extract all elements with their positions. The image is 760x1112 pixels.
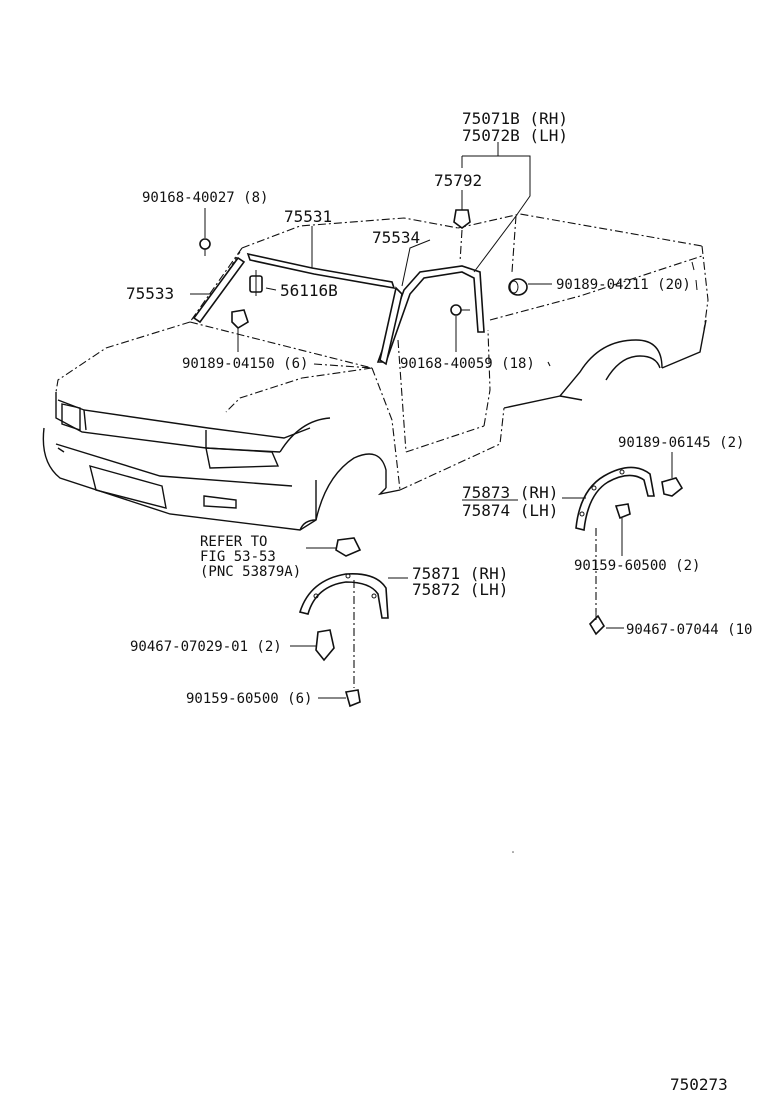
- label-75072b: 75072B (LH): [462, 126, 568, 145]
- label-90159-60500-front: 90159-60500 (6): [186, 691, 312, 707]
- label-75874: 75874 (LH): [462, 501, 558, 520]
- part-labels: 75071B (RH) 75072B (LH) 75792 90168-4002…: [126, 109, 752, 1094]
- label-75792: 75792: [434, 171, 482, 190]
- clip-refer-fig-53-53: [335, 537, 362, 557]
- label-75534: 75534: [372, 228, 420, 247]
- part-75533-pillar-molding: [192, 256, 246, 324]
- label-90189-04211: 90189-04211 (20): [556, 277, 691, 293]
- label-90189-04150: 90189-04150 (6): [182, 356, 308, 372]
- label-90168-40059: 90168-40059 (18): [400, 356, 535, 372]
- clip-56116b: [249, 270, 263, 296]
- label-75533: 75533: [126, 284, 174, 303]
- screw-90159-60500-front: [344, 689, 361, 708]
- screw-90159-60500-rear: [614, 503, 631, 520]
- clip-90189-06145: [661, 477, 684, 497]
- label-90189-06145: 90189-06145 (2): [618, 435, 744, 451]
- label-75873: 75873 (RH): [462, 483, 558, 502]
- label-pnc-53879a: (PNC 53879A): [200, 564, 301, 580]
- speck: [512, 851, 514, 853]
- diagram-id: 750273: [670, 1075, 728, 1094]
- label-75071b: 75071B (RH): [462, 109, 568, 128]
- label-fig-53-53: FIG 53-53: [200, 549, 276, 565]
- clip-90467-07029-01: [315, 629, 335, 662]
- label-75872: 75872 (LH): [412, 580, 508, 599]
- clip-90189-04150: [231, 309, 249, 330]
- label-75871: 75871 (RH): [412, 564, 508, 583]
- clip-90467-07044: [588, 610, 606, 636]
- label-refer-to: REFER TO: [200, 534, 267, 550]
- part-75873-rear-fender-flare: [575, 466, 655, 531]
- label-90159-60500-rear: 90159-60500 (2): [574, 558, 700, 574]
- clip-90189-04211: [508, 278, 528, 296]
- label-90467-07029-01: 90467-07029-01 (2): [130, 639, 282, 655]
- truck-body-outline: [42, 213, 709, 531]
- label-90168-40027: 90168-40027 (8): [142, 190, 268, 206]
- part-75534-door-frame-molding: [376, 265, 485, 366]
- label-56116b: 56116B: [280, 281, 338, 300]
- leader-lines: [190, 142, 673, 699]
- clip-75792: [453, 209, 471, 229]
- part-75871-front-fender-flare: [298, 572, 389, 619]
- screw-90168-40027: [199, 238, 211, 256]
- label-75531: 75531: [284, 207, 332, 226]
- label-90467-07044: 90467-07044 (10: [626, 622, 752, 638]
- screw-90168-40059: [450, 304, 470, 316]
